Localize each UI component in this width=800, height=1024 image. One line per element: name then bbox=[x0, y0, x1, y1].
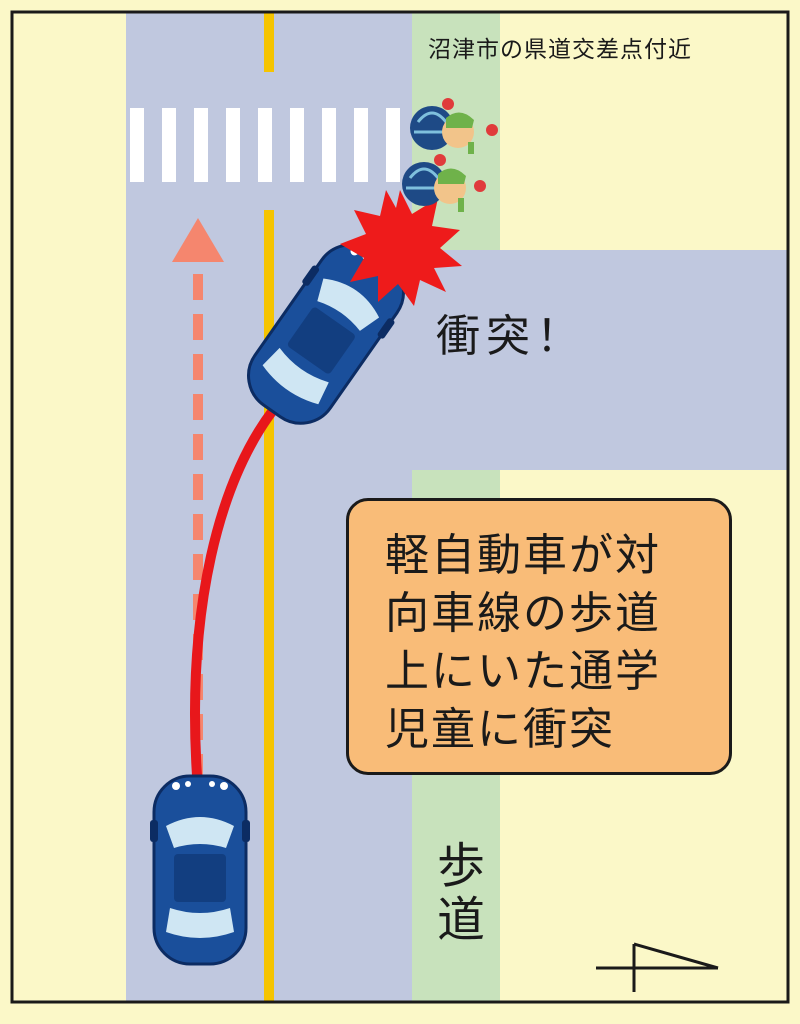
car-trajectory bbox=[190, 385, 295, 795]
north-arrow-icon bbox=[596, 942, 719, 992]
location-label: 沼津市の県道交差点付近 bbox=[428, 37, 692, 63]
side-road bbox=[412, 250, 788, 470]
center-line bbox=[264, 12, 274, 1002]
sidewalk-label: 歩道 bbox=[428, 840, 484, 948]
crosswalk bbox=[130, 108, 400, 182]
callout-text: 軽自動車が対向車線の歩道上にいた通学児童に衝突 bbox=[385, 530, 661, 755]
frame bbox=[10, 10, 790, 1004]
child-with-umbrella-icon bbox=[402, 154, 486, 212]
callout-box: 軽自動車が対向車線の歩道上にいた通学児童に衝突 bbox=[346, 498, 732, 775]
child-with-umbrella-icon bbox=[410, 98, 498, 154]
car-at-impact-icon bbox=[247, 243, 405, 425]
impact-burst-icon bbox=[340, 190, 462, 306]
car-icon bbox=[150, 774, 250, 966]
impact-label: 衝突！ bbox=[436, 311, 586, 362]
